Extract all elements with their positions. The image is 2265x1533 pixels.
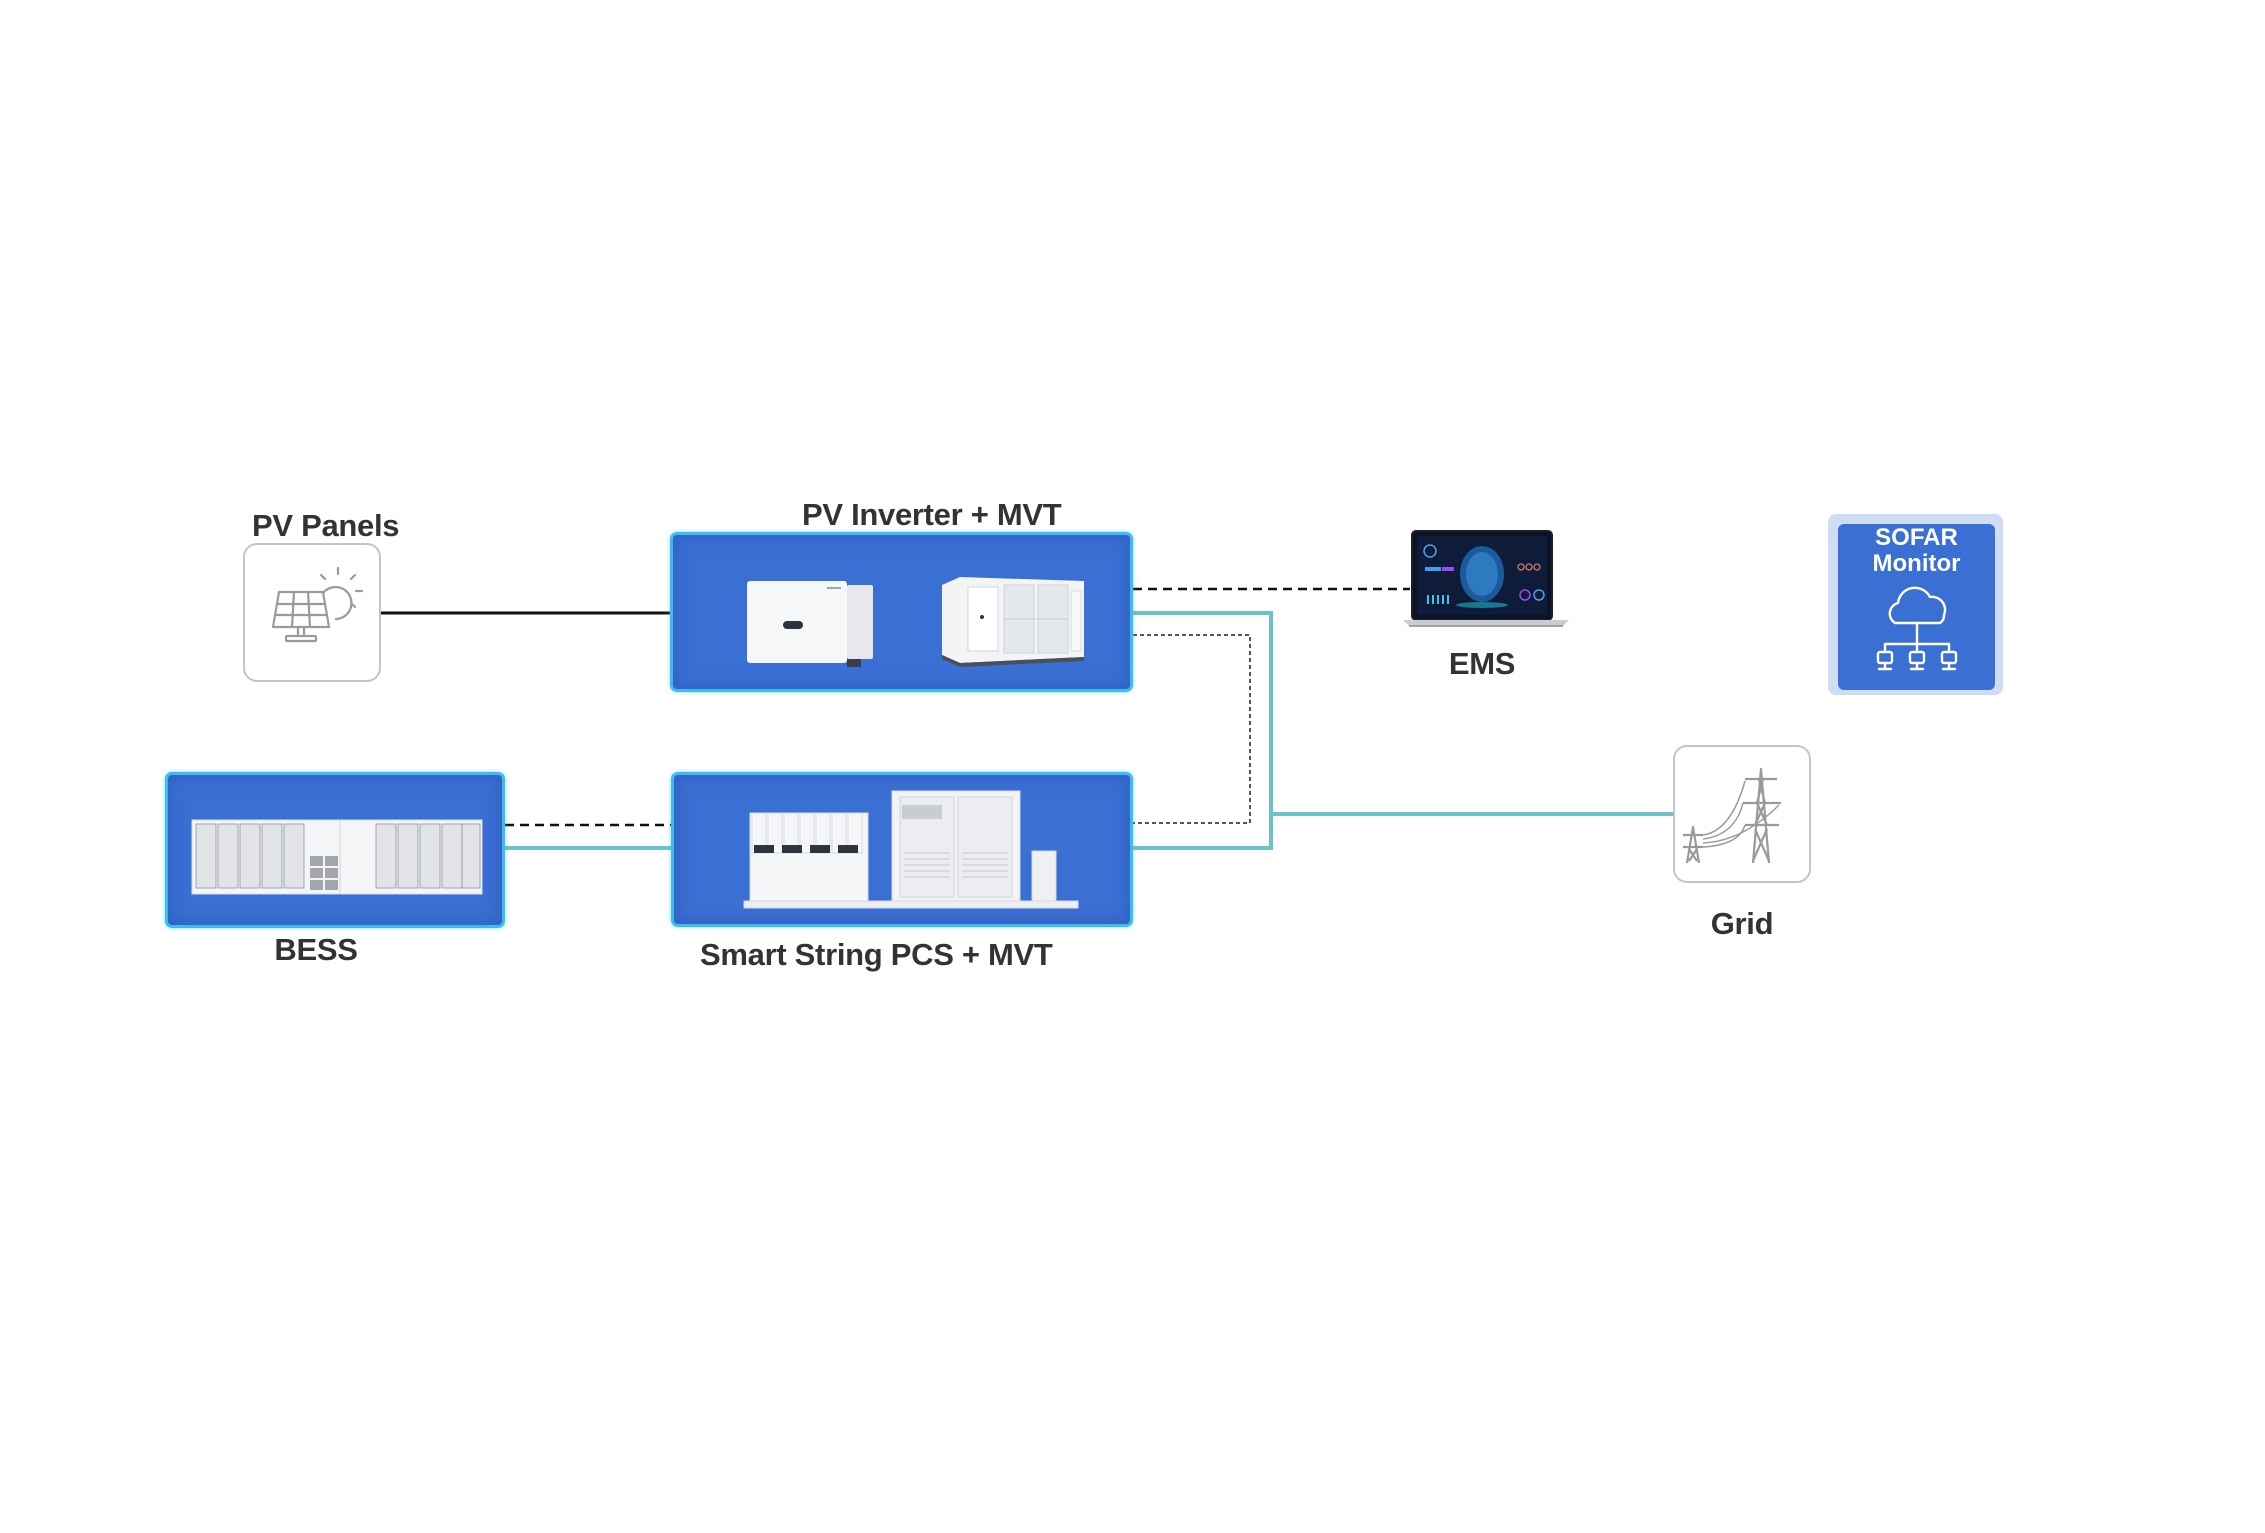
sofar-monitor-panel: SOFAR Monitor — [1838, 524, 1995, 690]
pv-inverter-mvt-label: PV Inverter + MVT — [802, 497, 1062, 532]
pv-inverter-mvt-node[interactable] — [670, 532, 1133, 692]
inverter-power-line — [1133, 611, 1273, 850]
inverter-to-pcs-comm-line — [1133, 634, 1251, 824]
grid-label: Grid — [1710, 906, 1774, 941]
mv-transformer-container-image — [942, 577, 1084, 667]
grid-node[interactable] — [1673, 745, 1811, 883]
bess-label: BESS — [274, 932, 358, 967]
transmission-tower-icon — [1683, 767, 1781, 864]
pcs-mvt-label: Smart String PCS + MVT — [700, 937, 1053, 972]
sofar-monitor-title-line2: Monitor — [1872, 550, 1961, 577]
sofar-monitor-title-line1: SOFAR — [1875, 524, 1958, 551]
pcs-skid-image — [743, 790, 1079, 909]
ems-label: EMS — [1448, 646, 1516, 681]
laptop-dashboard-icon — [1403, 530, 1569, 627]
bess-node[interactable] — [165, 772, 505, 928]
pv-panels-node[interactable] — [243, 543, 381, 682]
battery-container-image — [191, 819, 483, 895]
string-inverter-image — [747, 581, 873, 667]
solar-panel-icon — [271, 566, 364, 643]
cloud-network-icon — [1876, 586, 1958, 671]
pcs-mvt-node[interactable] — [671, 772, 1133, 927]
ems-node[interactable] — [1403, 529, 1569, 629]
pv-panels-label: PV Panels — [252, 508, 400, 543]
sofar-monitor-node[interactable]: SOFAR Monitor — [1828, 514, 2003, 695]
